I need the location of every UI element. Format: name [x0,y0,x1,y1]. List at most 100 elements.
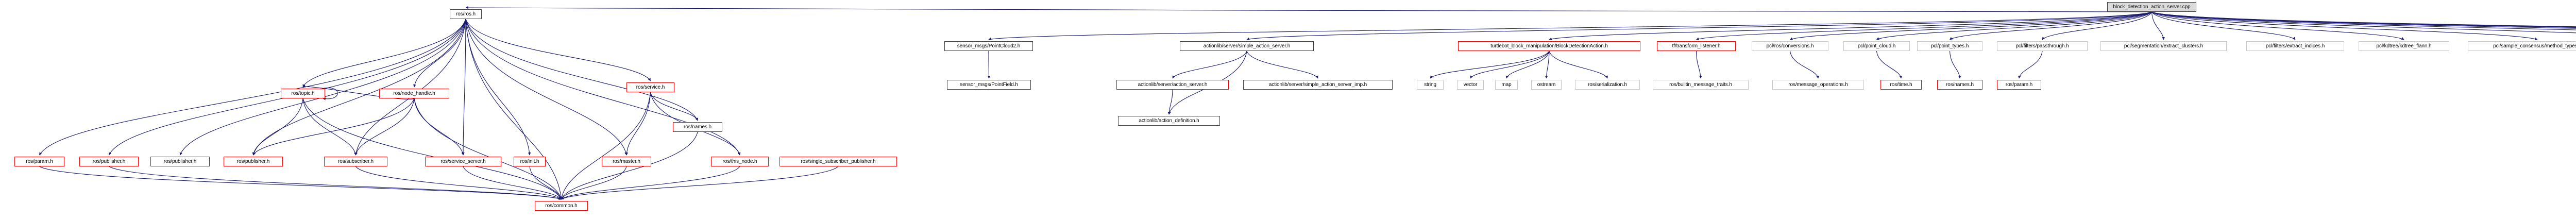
graph-node[interactable]: sensor_msgs/PointField.h [947,80,1031,90]
graph-node[interactable]: actionlib/server/action_server.h [1116,80,1229,90]
graph-edge [2151,11,2576,29]
graph-edge [1549,50,1608,79]
graph-node[interactable]: pcl/sample_consensus/method_types.h [2468,41,2576,51]
node-label: block_detection_action_server.cpp [2113,4,2191,10]
graph-edge [1172,50,1247,79]
graph-node[interactable]: actionlib/server/simple_action_server_im… [1243,80,1393,90]
graph-edge [354,98,415,156]
graph-node[interactable]: ros/time.h [1880,80,1922,90]
graph-edge [560,92,651,200]
graph-node[interactable]: pcl/segmentation/extract_clusters.h [2100,41,2227,51]
graph-node[interactable]: ros/service_server.h [425,157,501,166]
graph-node[interactable]: ros/publisher.h [150,157,210,166]
node-label: ros/service.h [636,84,665,90]
graph-edge [462,19,466,156]
graph-node[interactable]: sensor_msgs/PointCloud2.h [944,41,1033,51]
graph-node[interactable]: pcl/filters/extract_indices.h [2246,41,2344,51]
graph-edge [414,98,562,200]
graph-node[interactable]: string [1417,80,1444,90]
graph-node[interactable]: ostream [1531,80,1562,90]
graph-edge [465,6,2152,13]
graph-node[interactable]: ros/message_operations.h [1772,80,1864,90]
node-label: ros/serialization.h [1588,81,1627,88]
graph-edge [1246,50,1318,79]
node-label: pcl/ros/conversions.h [1766,43,1814,49]
graph-edge [302,98,562,200]
graph-node[interactable]: ros/node_handle.h [379,89,449,98]
graph-node[interactable]: vector [1457,80,1484,90]
graph-edge [1949,50,1961,79]
graph-edge [2042,11,2153,40]
graph-edge [650,92,699,121]
graph-node[interactable]: ros/param.h [1997,80,2041,90]
graph-edge [2151,11,2296,40]
graph-node[interactable]: pcl/filters/passthrough.h [1997,41,2088,51]
graph-edge [1430,50,1550,79]
node-label: ros/message_operations.h [1788,81,1848,88]
node-label: ros/topic.h [291,90,315,96]
graph-edge [2151,11,2404,40]
graph-edge [988,11,2152,41]
graph-node[interactable]: pcl/kdtree/kdtree_flann.h [2359,41,2449,51]
node-label: actionlib/server/action_server.h [1138,81,1208,88]
graph-edge [1470,50,1550,79]
node-label: pcl/sample_consensus/method_types.h [2493,43,2576,49]
graph-node[interactable]: ros/ros.h [450,9,482,19]
graph-node[interactable]: pcl/ros/conversions.h [1752,41,1828,51]
graph-edge [2151,11,2576,27]
graph-edge [1505,50,1550,79]
graph-edge [39,166,562,200]
graph-edge [2151,11,2576,30]
graph-node[interactable]: ros/single_subscriber_publisher.h [779,157,897,166]
graph-edge [463,166,562,200]
graph-node[interactable]: ros/master.h [602,157,651,166]
graph-edge [465,19,628,156]
graph-edge [2151,11,2576,28]
graph-edge [2018,50,2043,79]
graph-node[interactable]: ros/this_node.h [711,157,769,166]
graph-node[interactable]: turtlebot_block_manipulation/BlockDetect… [1458,41,1640,51]
node-label: ros/node_handle.h [393,90,435,96]
node-label: ros/subscriber.h [338,158,374,164]
graph-edge [2151,11,2576,33]
graph-node[interactable]: ros/service.h [626,82,674,92]
graph-edge [1876,50,1902,79]
graph-node[interactable]: map [1495,80,1518,90]
node-label: tf/transform_listener.h [1672,43,1721,49]
graph-edge [1167,89,1173,115]
graph-node[interactable]: actionlib/action_definition.h [1118,116,1220,126]
graph-node[interactable]: ros/param.h [14,157,64,166]
graph-node[interactable]: ros/publisher.h [79,157,139,166]
node-label: pcl/point_cloud.h [1857,43,1896,49]
graph-edge [302,19,466,88]
graph-edge [2151,11,2538,40]
graph-edge [354,19,466,156]
node-label: ros/service_server.h [440,158,486,164]
graph-node[interactable]: ros/publisher.h [224,157,283,166]
graph-root-node[interactable]: block_detection_action_server.cpp [2107,2,2196,12]
graph-node[interactable]: pcl/point_cloud.h [1843,41,1910,51]
graph-node[interactable]: ros/builtin_message_traits.h [1653,80,1749,90]
graph-node[interactable]: ros/names.h [1937,80,1982,90]
graph-node[interactable]: ros/names.h [673,122,722,132]
node-label: ros/publisher.h [92,158,126,164]
graph-node[interactable]: pcl/point_types.h [1917,41,1982,51]
graph-edge [561,166,839,200]
node-label: actionlib/server/simple_action_server_im… [1268,81,1367,88]
graph-node[interactable]: ros/init.h [514,157,546,166]
node-label: pcl/point_types.h [1930,43,1969,49]
graph-edge [179,19,466,156]
graph-node[interactable]: actionlib/server/simple_action_server.h [1180,41,1314,51]
graph-edge [561,166,627,200]
graph-edge [39,19,466,156]
graph-node[interactable]: ros/common.h [535,201,588,211]
graph-edge [465,19,531,156]
graph-edge [2151,11,2165,40]
graph-node[interactable]: ros/subscriber.h [324,157,387,166]
graph-edge [253,98,415,156]
graph-node[interactable]: ros/serialization.h [1575,80,1640,90]
graph-node[interactable]: tf/transform_listener.h [1657,41,1736,51]
node-label: ros/ros.h [455,11,476,17]
graph-node[interactable]: ros/topic.h [281,89,325,98]
